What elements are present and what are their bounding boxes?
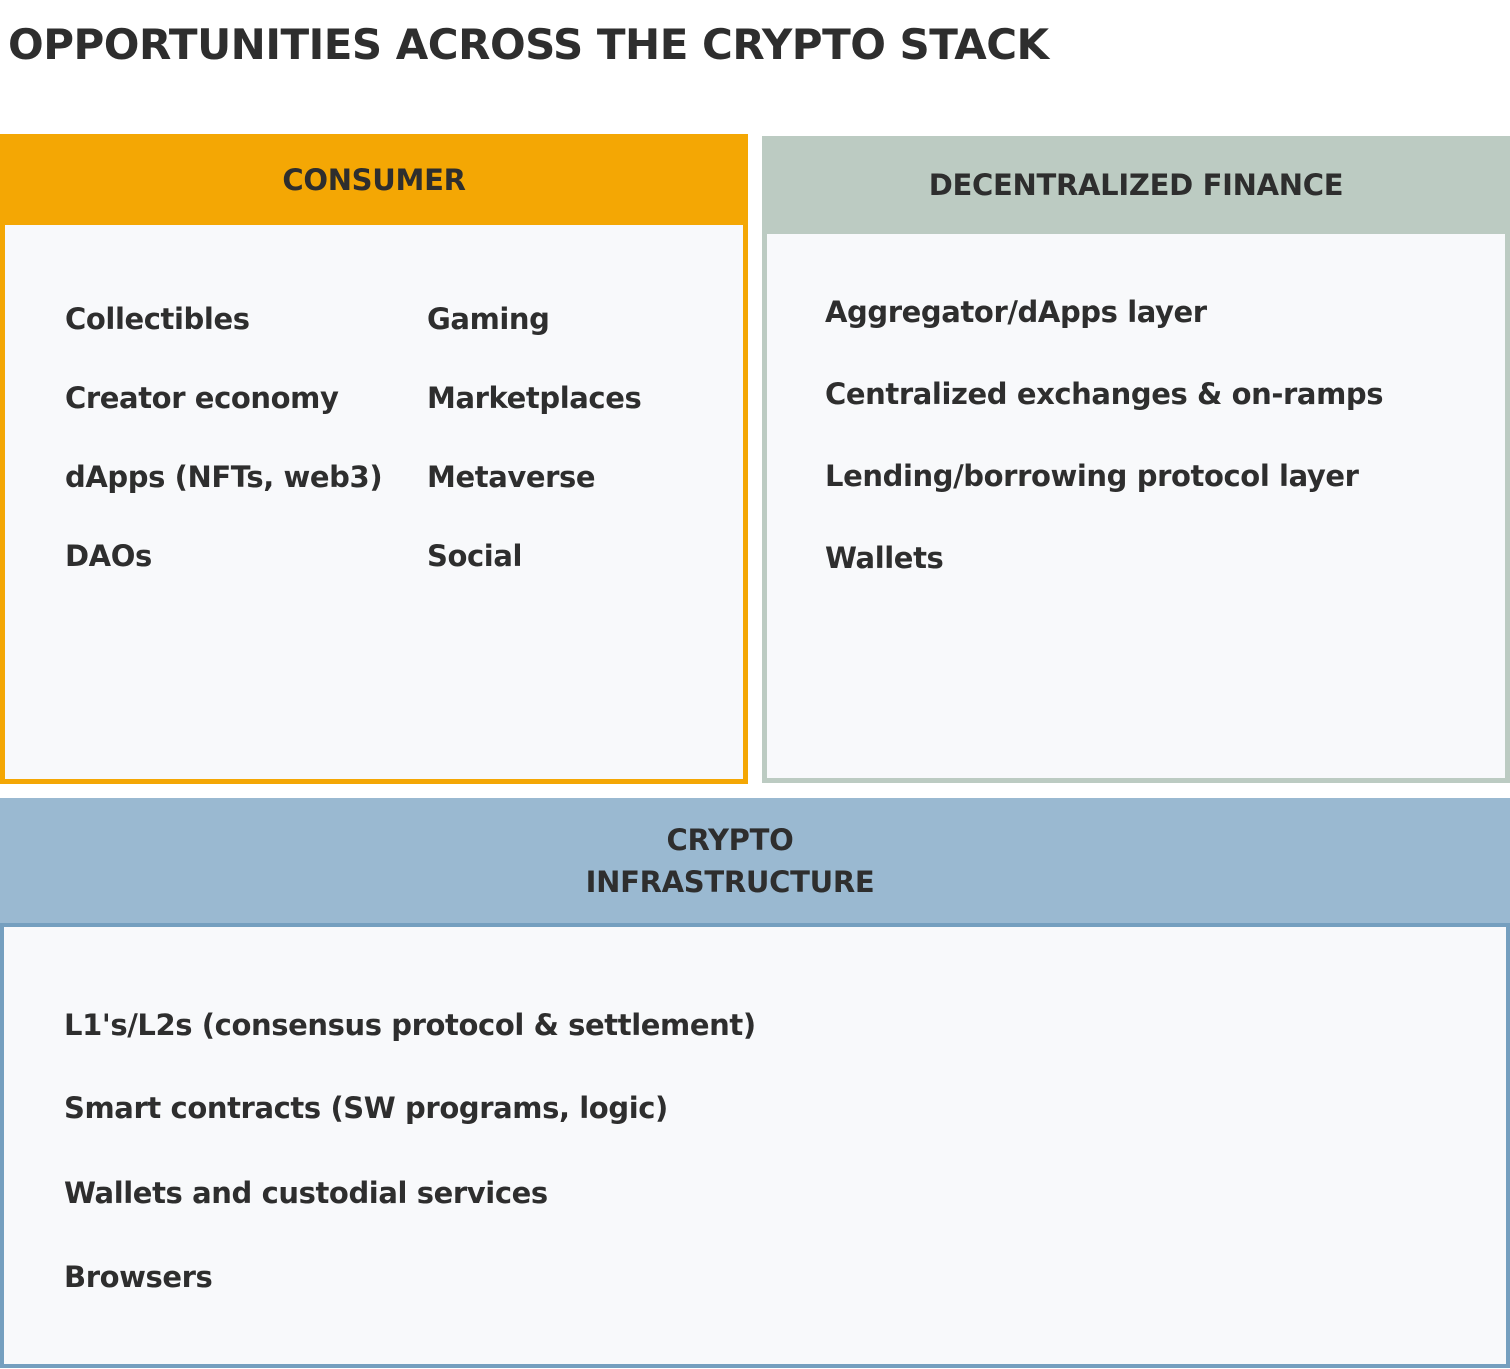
infrastructure-heading-line2: INFRASTRUCTURE bbox=[585, 864, 875, 899]
list-item: Social bbox=[427, 539, 523, 573]
infrastructure-heading: CRYPTO INFRASTRUCTURE bbox=[0, 798, 1460, 923]
list-item: Marketplaces bbox=[427, 381, 642, 415]
infrastructure-panel: CRYPTO INFRASTRUCTURE L1's/L2s (consensu… bbox=[0, 798, 1510, 1368]
list-item: Lending/borrowing protocol layer bbox=[825, 459, 1359, 493]
list-item: Metaverse bbox=[427, 460, 596, 494]
defi-panel: DECENTRALIZED FINANCE Aggregator/dApps l… bbox=[762, 136, 1510, 783]
list-item: DAOs bbox=[65, 539, 152, 573]
list-item: Wallets bbox=[825, 541, 944, 575]
consumer-heading: CONSUMER bbox=[0, 134, 748, 225]
list-item: Gaming bbox=[427, 302, 550, 336]
page-title: OPPORTUNITIES ACROSS THE CRYPTO STACK bbox=[8, 20, 1049, 69]
list-item: Collectibles bbox=[65, 302, 250, 336]
infrastructure-header-band bbox=[0, 798, 1510, 927]
list-item: Smart contracts (SW programs, logic) bbox=[64, 1091, 668, 1125]
list-item: dApps (NFTs, web3) bbox=[65, 460, 383, 494]
consumer-panel: CONSUMER Collectibles Creator economy dA… bbox=[0, 134, 748, 784]
list-item: Browsers bbox=[64, 1260, 213, 1294]
list-item: Wallets and custodial services bbox=[64, 1176, 548, 1210]
infrastructure-heading-line1: CRYPTO bbox=[666, 822, 794, 857]
list-item: L1's/L2s (consensus protocol & settlemen… bbox=[64, 1008, 756, 1042]
list-item: Creator economy bbox=[65, 381, 339, 415]
list-item: Centralized exchanges & on-ramps bbox=[825, 377, 1384, 411]
defi-heading: DECENTRALIZED FINANCE bbox=[762, 136, 1510, 234]
list-item: Aggregator/dApps layer bbox=[825, 295, 1207, 329]
